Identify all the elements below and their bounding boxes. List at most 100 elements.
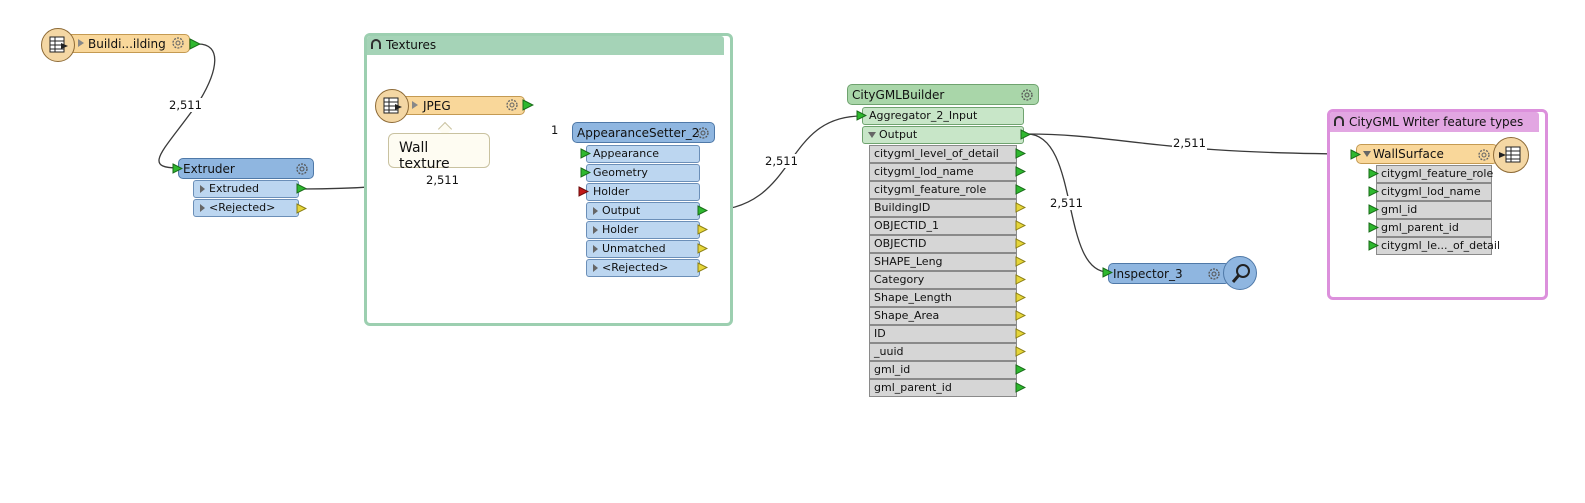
output-port-holder[interactable]: Holder — [586, 221, 700, 239]
output-port-icon[interactable] — [1020, 129, 1031, 140]
output-port-rejected[interactable]: <Rejected> — [586, 259, 700, 277]
wall-attribute-row[interactable]: gml_parent_id — [1376, 219, 1492, 237]
input-port-icon[interactable] — [1368, 168, 1379, 179]
expand-triangle-icon — [593, 245, 598, 253]
transformer-appearance-setter[interactable]: AppearanceSetter_2 — [572, 122, 715, 143]
gear-icon[interactable] — [1207, 267, 1221, 281]
output-port-extruded[interactable]: Extruded — [193, 180, 299, 198]
collapse-triangle-icon — [868, 132, 876, 138]
output-port-output[interactable]: Output — [862, 126, 1024, 144]
output-port-output[interactable]: Output — [586, 202, 700, 220]
input-port-icon[interactable] — [580, 167, 591, 178]
attribute-label: BuildingID — [874, 201, 931, 214]
output-port-icon[interactable] — [189, 38, 201, 50]
input-port-icon[interactable] — [1368, 222, 1379, 233]
wall-attribute-row[interactable]: citygml_feature_role — [1376, 165, 1494, 183]
wall-attribute-row[interactable]: citygml_le..._of_detail — [1376, 237, 1500, 255]
input-port-holder[interactable]: Holder — [586, 183, 700, 201]
input-port-icon[interactable] — [1368, 240, 1379, 251]
transformer-citygml-builder[interactable]: CityGMLBuilder — [847, 84, 1039, 105]
gear-icon[interactable] — [171, 36, 185, 50]
attribute-label: citygml_feature_role — [1381, 167, 1494, 180]
builder-attribute-row[interactable]: citygml_lod_name — [869, 163, 1017, 181]
builder-attribute-row[interactable]: ID — [869, 325, 1017, 343]
count-extruded-geometry: 2,511 — [425, 173, 460, 187]
feature-type-title: WallSurface — [1373, 147, 1444, 161]
input-port-icon[interactable] — [578, 186, 589, 197]
builder-attribute-row[interactable]: Category — [869, 271, 1017, 289]
builder-attribute-row[interactable]: Shape_Length — [869, 289, 1017, 307]
input-port-icon[interactable] — [1368, 186, 1379, 197]
input-port-icon[interactable] — [856, 110, 867, 121]
input-port-geometry[interactable]: Geometry — [586, 164, 700, 182]
output-port-icon[interactable] — [1015, 328, 1026, 339]
output-port-icon[interactable] — [1015, 220, 1026, 231]
bookmark-icon — [1334, 116, 1344, 126]
writer-table-icon — [1493, 137, 1529, 173]
builder-attribute-row[interactable]: gml_id — [869, 361, 1017, 379]
output-port-icon[interactable] — [697, 243, 708, 254]
builder-attribute-row[interactable]: Shape_Area — [869, 307, 1017, 325]
output-port-icon[interactable] — [1015, 274, 1026, 285]
output-port-icon[interactable] — [1015, 166, 1026, 177]
transformer-inspector[interactable]: Inspector_3 — [1108, 263, 1230, 284]
input-port-icon[interactable] — [1368, 204, 1379, 215]
output-port-icon[interactable] — [697, 205, 708, 216]
input-port-icon[interactable] — [1102, 267, 1113, 278]
output-port-unmatched[interactable]: Unmatched — [586, 240, 700, 258]
wall-attribute-row[interactable]: citygml_lod_name — [1376, 183, 1492, 201]
magnifier-icon — [1223, 256, 1257, 290]
expand-triangle-icon[interactable] — [78, 39, 84, 47]
input-port-icon[interactable] — [580, 148, 591, 159]
output-port-icon[interactable] — [1015, 364, 1026, 375]
attribute-label: Shape_Length — [874, 291, 952, 304]
gear-icon[interactable] — [1020, 88, 1034, 102]
port-label: Output — [879, 128, 918, 141]
output-port-icon[interactable] — [697, 224, 708, 235]
builder-attribute-row[interactable]: OBJECTID — [869, 235, 1017, 253]
output-port-rejected[interactable]: <Rejected> — [193, 199, 299, 217]
gear-icon[interactable] — [295, 162, 309, 176]
output-port-icon[interactable] — [1015, 202, 1026, 213]
input-port-icon[interactable] — [1350, 149, 1361, 160]
transformer-title: Inspector_3 — [1113, 267, 1183, 281]
port-label: Aggregator_2_Input — [869, 109, 978, 122]
gear-icon[interactable] — [505, 98, 519, 112]
input-port-icon[interactable] — [172, 163, 183, 174]
output-port-icon[interactable] — [296, 203, 307, 214]
reader-buildings[interactable]: Buildi...ilding — [62, 34, 190, 53]
builder-attribute-row[interactable]: citygml_level_of_detail — [869, 145, 1017, 163]
transformer-extruder[interactable]: Extruder — [178, 158, 314, 179]
output-port-icon[interactable] — [1015, 292, 1026, 303]
port-label: Output — [602, 204, 641, 217]
output-port-icon[interactable] — [522, 99, 534, 111]
expand-triangle-icon[interactable] — [412, 101, 418, 109]
builder-attribute-row[interactable]: gml_parent_id — [869, 379, 1017, 397]
builder-attribute-row[interactable]: OBJECTID_1 — [869, 217, 1017, 235]
output-port-icon[interactable] — [1015, 346, 1026, 357]
output-port-icon[interactable] — [1015, 256, 1026, 267]
wall-attribute-row[interactable]: gml_id — [1376, 201, 1492, 219]
gear-icon[interactable] — [696, 126, 710, 140]
annotation-wall-texture[interactable]: Wall texture — [388, 133, 490, 172]
port-label: Geometry — [593, 166, 648, 179]
output-port-icon[interactable] — [1015, 310, 1026, 321]
expand-triangle-icon — [593, 207, 598, 215]
collapse-triangle-icon — [1363, 151, 1371, 157]
input-port-aggregator[interactable]: Aggregator_2_Input — [862, 107, 1024, 125]
output-port-icon[interactable] — [1015, 382, 1026, 393]
output-port-icon[interactable] — [1015, 148, 1026, 159]
gear-icon[interactable] — [1477, 148, 1491, 162]
output-port-icon[interactable] — [1015, 184, 1026, 195]
attribute-label: citygml_le..._of_detail — [1381, 239, 1501, 252]
output-port-icon[interactable] — [1015, 238, 1026, 249]
port-label: <Rejected> — [602, 261, 669, 274]
builder-attribute-row[interactable]: _uuid — [869, 343, 1017, 361]
output-port-icon[interactable] — [296, 183, 307, 194]
builder-attribute-row[interactable]: SHAPE_Leng — [869, 253, 1017, 271]
feature-type-wall-surface[interactable]: WallSurface — [1356, 144, 1498, 164]
builder-attribute-row[interactable]: BuildingID — [869, 199, 1017, 217]
builder-attribute-row[interactable]: citygml_feature_role — [869, 181, 1017, 199]
input-port-appearance[interactable]: Appearance — [586, 145, 700, 163]
output-port-icon[interactable] — [697, 262, 708, 273]
